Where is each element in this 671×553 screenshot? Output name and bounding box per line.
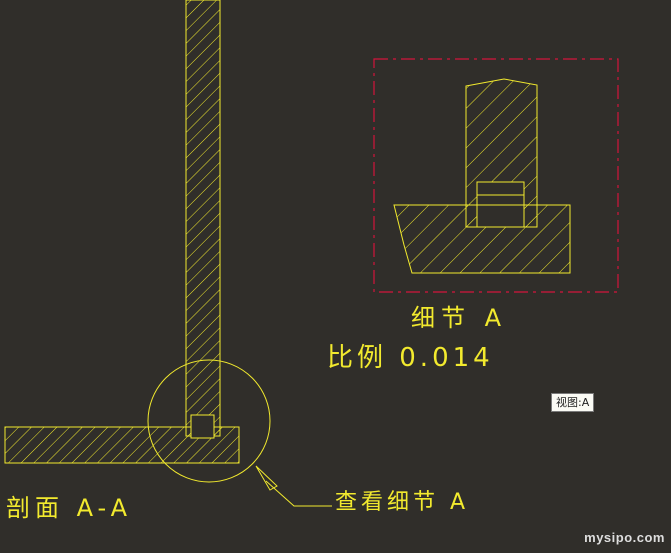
detail-circle[interactable]: [147, 359, 271, 483]
detail-scale-label: 比例 0.014: [327, 343, 494, 373]
detail-slot: [470, 181, 532, 228]
section-label: 剖面 A-A: [6, 494, 133, 522]
section-vertical-member[interactable]: [185, 0, 221, 437]
detail-leader-arrow: [255, 465, 332, 507]
watermark-text: mysipo.com: [584, 530, 665, 545]
detail-title-label: 细节 A: [411, 304, 508, 332]
view-tooltip: 视图:A: [551, 393, 595, 413]
view-detail-callout-label[interactable]: 查看细节 A: [335, 490, 470, 515]
detail-frame[interactable]: [373, 58, 619, 293]
section-slot: [190, 414, 215, 439]
